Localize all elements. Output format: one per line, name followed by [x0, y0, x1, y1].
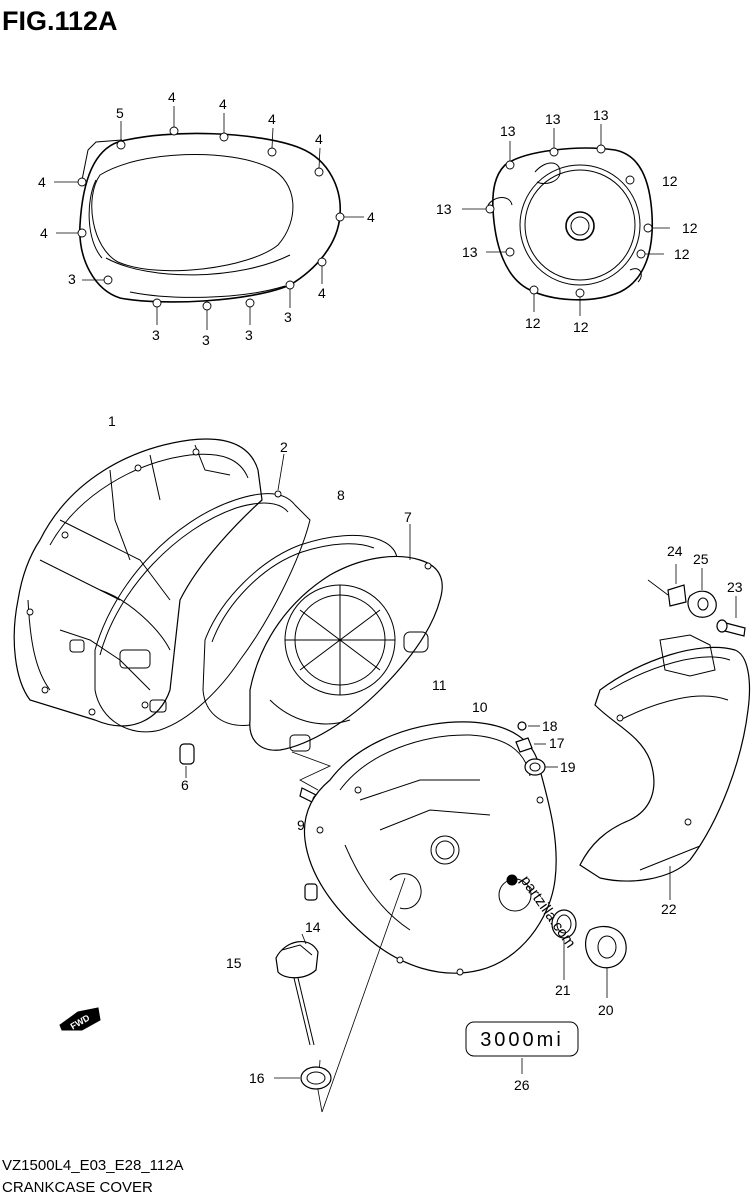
callout-5: 5 — [116, 105, 124, 121]
generator-cover-part-10 — [303, 721, 557, 976]
callout-17: 17 — [549, 735, 565, 751]
callout-9: 9 — [297, 817, 305, 833]
callout-18: 18 — [542, 718, 558, 734]
model-code: VZ1500L4_E03_E28_112A — [2, 1157, 184, 1174]
plug-part-20 — [551, 909, 627, 998]
gasket-part-2 — [94, 453, 311, 733]
callout-4: 4 — [219, 96, 227, 112]
callout-7: 7 — [404, 509, 412, 525]
callout-12: 12 — [662, 173, 678, 189]
outer-cover-part-22 — [579, 634, 751, 900]
callout-13: 13 — [462, 244, 478, 260]
callout-21: 21 — [555, 982, 571, 998]
clutch-cover-part-1 — [13, 438, 263, 727]
callout-12: 12 — [525, 315, 541, 331]
callout-4: 4 — [168, 89, 176, 105]
callout-4: 4 — [40, 225, 48, 241]
callout-3: 3 — [245, 327, 253, 343]
fwd-arrow-badge: FWD — [59, 1007, 101, 1031]
callout-4: 4 — [38, 174, 46, 190]
callout-6: 6 — [181, 777, 189, 793]
callout-16: 16 — [249, 1070, 265, 1086]
callout-12: 12 — [682, 220, 698, 236]
callout-3: 3 — [202, 332, 210, 348]
callout-12: 12 — [573, 319, 589, 335]
inner-cover-part-7 — [249, 524, 443, 752]
callout-13: 13 — [545, 111, 561, 127]
callout-4: 4 — [315, 131, 323, 147]
clutch-cover-top-view — [54, 106, 364, 330]
callout-12: 12 — [674, 246, 690, 262]
callout-11: 11 — [432, 677, 447, 693]
callout-4: 4 — [318, 285, 326, 301]
o-ring-part-16 — [274, 1066, 332, 1090]
figure-caption: CRANKCASE COVER — [2, 1179, 153, 1196]
callout-1: 1 — [108, 413, 116, 429]
mileage-box-part-26: 3000mi — [465, 1021, 579, 1074]
callout-26: 26 — [514, 1077, 530, 1093]
callout-25: 25 — [693, 551, 709, 567]
callout-13: 13 — [500, 123, 516, 139]
dowel-part-6 — [179, 743, 195, 778]
callout-3: 3 — [68, 271, 76, 287]
callout-3: 3 — [152, 327, 160, 343]
callout-8: 8 — [337, 487, 345, 503]
callout-3: 3 — [284, 309, 292, 325]
callout-15: 15 — [226, 955, 242, 971]
callout-2: 2 — [280, 439, 288, 455]
callout-24: 24 — [667, 543, 683, 559]
callout-19: 19 — [560, 759, 576, 775]
callout-4: 4 — [268, 111, 276, 127]
callout-22: 22 — [661, 901, 677, 917]
callout-labels: 5 4 4 4 4 4 4 4 4 3 3 3 3 3 13 13 13 13 … — [38, 89, 743, 1093]
figure-title: FIG.112A — [2, 6, 118, 36]
callout-20: 20 — [598, 1002, 614, 1018]
generator-cover-top-view — [462, 124, 670, 316]
callout-4: 4 — [367, 209, 375, 225]
fasteners-parts-23-24-25 — [647, 564, 746, 637]
plug-set-parts-17-18-19 — [515, 721, 558, 776]
callout-10: 10 — [472, 699, 488, 715]
callout-23: 23 — [727, 579, 743, 595]
oil-filler-cap-part-14 — [275, 877, 406, 1113]
callout-13: 13 — [593, 107, 609, 123]
callout-13: 13 — [436, 201, 452, 217]
mileage-box-label: 3000mi — [480, 1029, 564, 1051]
callout-14: 14 — [305, 919, 321, 935]
